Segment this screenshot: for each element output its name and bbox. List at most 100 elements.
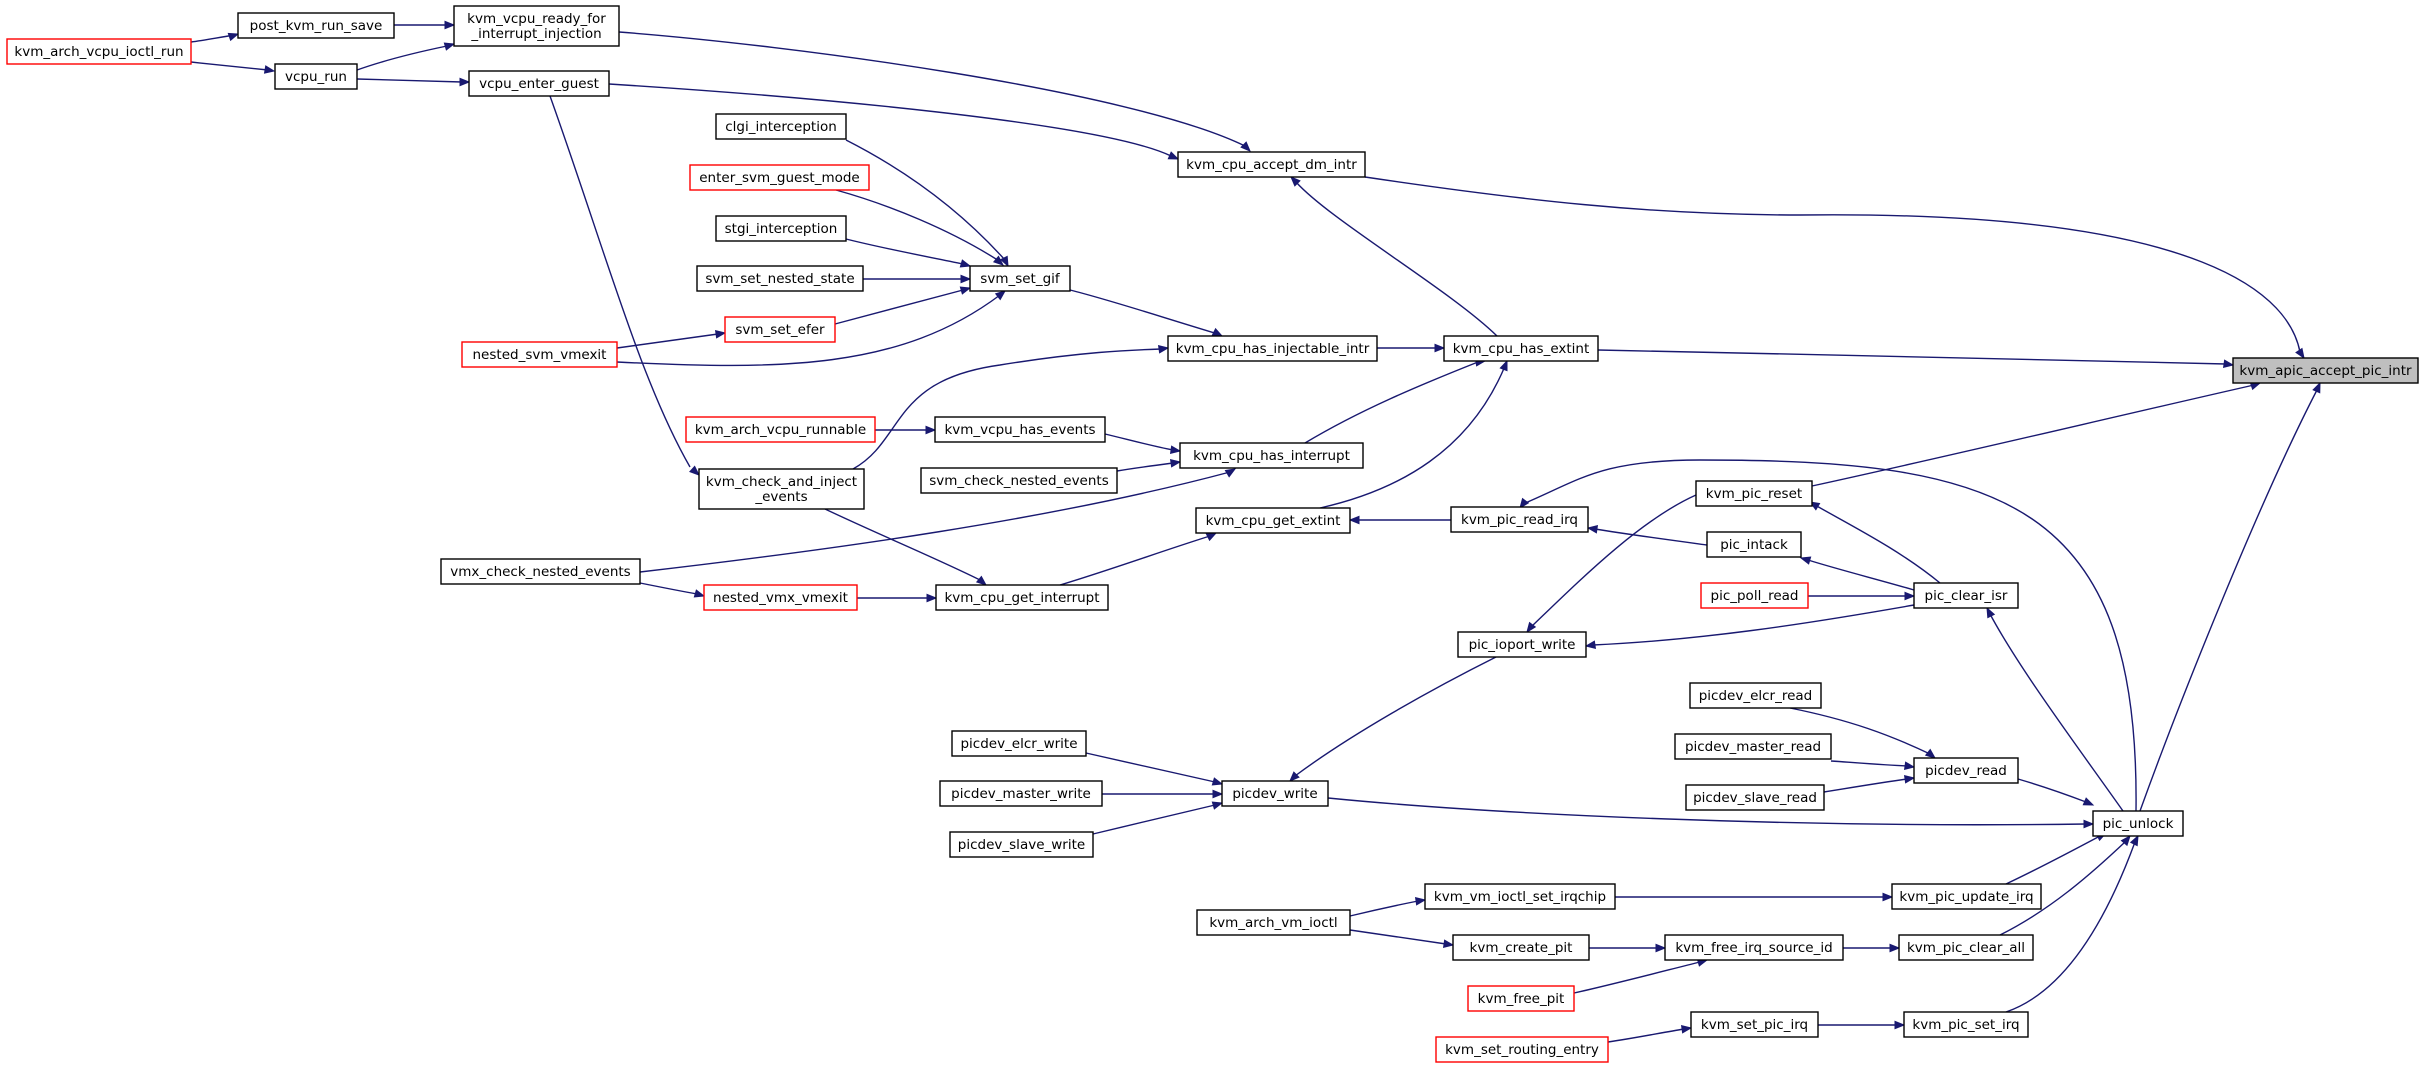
node-kvm-apic-accept-pic-intr[interactable]: kvm_apic_accept_pic_intr (2232, 357, 2419, 384)
node-picdev-elcr-write[interactable]: picdev_elcr_write (951, 730, 1087, 757)
node-enter-svm-guest-mode[interactable]: enter_svm_guest_mode (689, 164, 870, 191)
node-label: kvm_arch_vcpu_ioctl_run (14, 44, 183, 60)
node-box (939, 780, 1103, 807)
edge-clgi-interception-to-svm-set-gif (845, 139, 1009, 268)
node-vmx-check-nested-events[interactable]: vmx_check_nested_events (440, 558, 641, 585)
node-kvm-free-pit[interactable]: kvm_free_pit (1467, 985, 1575, 1012)
node-picdev-slave-write[interactable]: picdev_slave_write (949, 831, 1094, 858)
node-vcpu-enter-guest[interactable]: vcpu_enter_guest (468, 70, 610, 97)
node-label: _events (754, 489, 807, 505)
node-label: pic_intack (1720, 537, 1788, 553)
node-box (468, 70, 610, 97)
node-pic-intack[interactable]: pic_intack (1706, 531, 1802, 558)
node-label: kvm_cpu_has_interrupt (1193, 448, 1350, 464)
arrowhead (2083, 819, 2095, 829)
node-clgi-interception[interactable]: clgi_interception (715, 113, 847, 140)
node-kvm-cpu-has-extint[interactable]: kvm_cpu_has_extint (1443, 335, 1599, 362)
edge-kvm-cpu-accept-dm-intr-to-kvm-apic-accept-pic-intr (1364, 176, 2305, 360)
arrowhead (1986, 606, 1996, 619)
node-box (1167, 335, 1378, 362)
node-kvm-create-pit[interactable]: kvm_create_pit (1452, 934, 1590, 961)
node-pic-unlock[interactable]: pic_unlock (2092, 810, 2184, 837)
edge-kvm-check-and-inject-events-to-kvm-cpu-has-injectable-intr (852, 345, 1170, 470)
node-picdev-write[interactable]: picdev_write (1221, 780, 1329, 807)
node-nested-svm-vmexit[interactable]: nested_svm_vmexit (461, 341, 618, 368)
node-pic-ioport-write[interactable]: pic_ioport_write (1457, 631, 1587, 658)
node-picdev-master-read[interactable]: picdev_master_read (1674, 733, 1832, 760)
arrowhead (1434, 343, 1446, 353)
node-kvm-set-pic-irq[interactable]: kvm_set_pic_irq (1690, 1011, 1819, 1038)
node-label: picdev_master_read (1685, 739, 1821, 755)
edge-pic-clear-isr-to-kvm-pic-reset (1808, 501, 1941, 584)
edge-vmx-check-nested-events-to-nested-vmx-vmexit (639, 582, 706, 598)
node-label: svm_set_efer (735, 322, 825, 338)
node-box (724, 316, 836, 343)
node-pic-clear-isr[interactable]: pic_clear_isr (1913, 582, 2019, 609)
node-stgi-interception[interactable]: stgi_interception (715, 215, 847, 242)
node-label: kvm_pic_set_irq (1912, 1017, 2019, 1033)
node-svm-check-nested-events[interactable]: svm_check_nested_events (920, 467, 1118, 494)
node-kvm-cpu-has-interrupt[interactable]: kvm_cpu_has_interrupt (1179, 442, 1364, 469)
arrowhead (443, 42, 456, 51)
node-kvm-vcpu-has-events[interactable]: kvm_vcpu_has_events (934, 416, 1106, 443)
arrowhead (1799, 556, 1812, 565)
node-box (1903, 1011, 2029, 1038)
node-kvm-cpu-accept-dm-intr[interactable]: kvm_cpu_accept_dm_intr (1177, 151, 1366, 178)
edge-kvm-cpu-has-extint-to-kvm-apic-accept-pic-intr (1597, 349, 2235, 368)
edge-pic-unlock-to-pic-clear-isr (1986, 606, 2124, 812)
node-box (1685, 784, 1825, 811)
node-svm-set-efer[interactable]: svm_set_efer (724, 316, 836, 343)
node-kvm-pic-reset[interactable]: kvm_pic_reset (1695, 480, 1813, 507)
node-svm-set-nested-state[interactable]: svm_set_nested_state (696, 265, 864, 292)
node-label: kvm_apic_accept_pic_intr (2239, 363, 2412, 379)
node-kvm-vcpu-ready-for-interrupt-injection[interactable]: kvm_vcpu_ready_for_interrupt_injection (453, 5, 620, 47)
node-kvm-arch-vcpu-ioctl-run[interactable]: kvm_arch_vcpu_ioctl_run (6, 38, 192, 65)
edge-nested-svm-vmexit-to-svm-set-gif (616, 290, 1007, 367)
node-picdev-read[interactable]: picdev_read (1913, 757, 2019, 784)
edge-kvm-vcpu-ready-for-interrupt-injection-to-kvm-cpu-accept-dm-intr (618, 31, 1251, 152)
node-label: svm_check_nested_events (929, 473, 1109, 489)
node-nested-vmx-vmexit[interactable]: nested_vmx_vmexit (703, 584, 858, 611)
node-box (1700, 582, 1809, 609)
node-box (1913, 582, 2019, 609)
node-kvm-pic-set-irq[interactable]: kvm_pic_set_irq (1903, 1011, 2029, 1038)
node-kvm-check-and-inject-events[interactable]: kvm_check_and_inject_events (698, 468, 865, 510)
node-label: stgi_interception (725, 221, 838, 237)
node-vcpu-run[interactable]: vcpu_run (274, 63, 358, 90)
node-label: clgi_interception (725, 119, 837, 135)
node-kvm-cpu-get-extint[interactable]: kvm_cpu_get_extint (1195, 507, 1351, 534)
arrowhead (689, 465, 701, 476)
edge-picdev-slave-write-to-picdev-write (1092, 801, 1224, 835)
node-kvm-pic-read-irq[interactable]: kvm_pic_read_irq (1450, 506, 1589, 533)
node-label: kvm_set_routing_entry (1445, 1042, 1599, 1058)
node-kvm-set-routing-entry[interactable]: kvm_set_routing_entry (1435, 1036, 1609, 1063)
node-kvm-cpu-has-injectable-intr[interactable]: kvm_cpu_has_injectable_intr (1167, 335, 1378, 362)
node-label: picdev_elcr_read (1699, 688, 1813, 704)
edge-kvm-check-and-inject-events-to-kvm-cpu-get-interrupt (824, 508, 988, 586)
node-box (453, 5, 620, 47)
node-kvm-pic-update-irq[interactable]: kvm_pic_update_irq (1891, 883, 2042, 910)
edge-pic-clear-isr-to-pic-intack (1799, 556, 1915, 591)
node-kvm-cpu-get-interrupt[interactable]: kvm_cpu_get_interrupt (935, 584, 1109, 611)
node-label: pic_unlock (2103, 816, 2174, 832)
node-label: picdev_read (1925, 763, 2007, 779)
arrowhead (1894, 1020, 1906, 1030)
arrowhead (1584, 640, 1597, 649)
node-picdev-slave-read[interactable]: picdev_slave_read (1685, 784, 1825, 811)
edge-kvm-cpu-has-interrupt-to-kvm-cpu-has-extint (1304, 358, 1487, 444)
node-kvm-free-irq-source-id[interactable]: kvm_free_irq_source_id (1664, 934, 1844, 961)
node-kvm-pic-clear-all[interactable]: kvm_pic_clear_all (1898, 934, 2034, 961)
node-kvm-arch-vm-ioctl[interactable]: kvm_arch_vm_ioctl (1196, 909, 1351, 936)
node-svm-set-gif[interactable]: svm_set_gif (969, 265, 1071, 292)
node-box (1457, 631, 1587, 658)
edge-kvm-pic-reset-to-pic-ioport-write (1526, 494, 1697, 634)
node-picdev-elcr-read[interactable]: picdev_elcr_read (1689, 682, 1822, 709)
node-kvm-vm-ioctl-set-irqchip[interactable]: kvm_vm_ioctl_set_irqchip (1424, 883, 1616, 910)
edge-pic-poll-read-to-pic-clear-isr (1807, 591, 1916, 601)
node-kvm-arch-vcpu-runnable[interactable]: kvm_arch_vcpu_runnable (685, 416, 876, 443)
node-picdev-master-write[interactable]: picdev_master_write (939, 780, 1103, 807)
node-pic-poll-read[interactable]: pic_poll_read (1700, 582, 1809, 609)
arrowhead (1167, 151, 1180, 160)
node-post-kvm-run-save[interactable]: post_kvm_run_save (237, 12, 395, 39)
arrowhead (2120, 834, 2131, 847)
